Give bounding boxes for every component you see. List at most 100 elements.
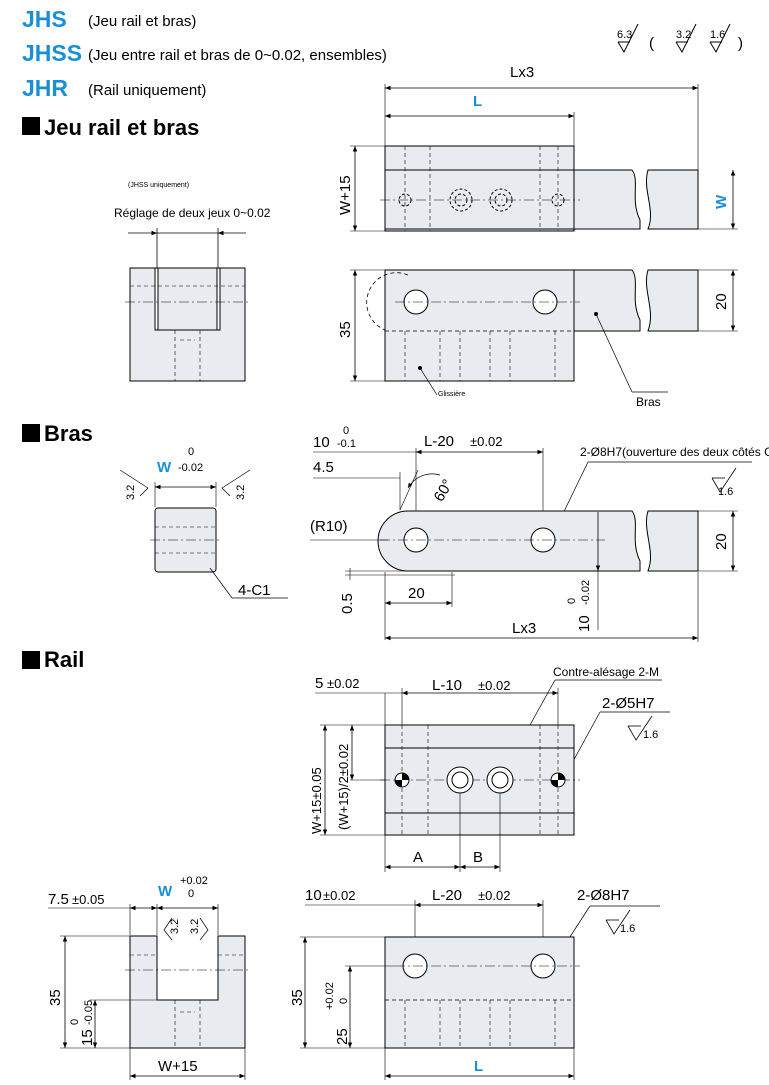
header: JHS (Jeu rail et bras) JHSS (Jeu entre r… (22, 6, 743, 101)
arm-rough-left-icon (119, 469, 149, 497)
roughness-main-icon (617, 23, 639, 54)
arm-front-view: 10 0 -0.1 L-20 ±0.02 4.5 60° 2-Ø8H7(ouve… (310, 425, 769, 642)
section-title-arm: Bras (44, 421, 93, 446)
jhs-desc: (Jeu rail et bras) (88, 13, 196, 30)
roughness-1-icon (675, 23, 697, 54)
assembly-top-view: Lx3 L W+15 (337, 64, 738, 232)
rail-slot-rough-2: 3.2 (189, 919, 201, 934)
roughness-close-paren: ) (738, 35, 743, 52)
rail-dim-35-left: 35 (47, 989, 64, 1006)
section-title-rail: Rail (44, 647, 84, 672)
jhss-only-note: (JHSS uniquement) (128, 182, 189, 189)
adjust-note: Réglage de deux jeux 0~0.02 (114, 206, 271, 220)
dim-w-top: W (713, 194, 730, 209)
roughness-2-icon (709, 23, 731, 54)
arm-hole-callout: 2-Ø8H7(ouverture des deux côtés C1) (580, 445, 769, 459)
arm-w-tol-upper: 0 (188, 446, 194, 458)
rail-dim-15: 15 (79, 1029, 96, 1046)
rail-front-hole-rough-icon (605, 909, 631, 935)
dim-l-top: L (473, 93, 482, 110)
arm-hole-rough: 1.6 (718, 486, 733, 498)
arm-dim-20-right: 20 (713, 533, 730, 550)
roughness-main-value: 6.3 (617, 29, 632, 41)
rail-end-view: 7.5 ±0.05 W +0.02 0 3.2 3.2 35 (47, 875, 250, 1080)
jhs-code: JHS (22, 6, 67, 32)
rail-dim-a: A (413, 849, 423, 866)
arm-chamfer: 4-C1 (238, 582, 271, 599)
rail-dim-w15-tol: W+15±0.05 (309, 767, 324, 834)
arm-dim-10-bottom-tol-lower: -0.02 (580, 580, 592, 605)
rail-dim-25-tol-upper: +0.02 (324, 982, 336, 1010)
rail-slot-rough-1: 3.2 (169, 919, 181, 934)
section-marker-icon (22, 117, 40, 135)
rail-dim-25-tol-lower: 0 (338, 998, 350, 1004)
arm-dim-05: 0.5 (339, 593, 356, 614)
arm-dim-45: 4.5 (313, 459, 334, 476)
rail-front-hole-rough: 1.6 (620, 923, 635, 935)
rail-dim-75: 7.5 (48, 891, 69, 908)
rail-w-label: W (158, 883, 173, 900)
section-title-assembly: Jeu rail et bras (44, 115, 199, 140)
rail-pin-rough-icon (627, 715, 653, 741)
arm-w-label: W (157, 459, 172, 476)
rail-dim-10-tol: ±0.02 (323, 888, 355, 903)
section-assembly: Jeu rail et bras (JHSS uniquement) Régla… (22, 64, 738, 409)
arm-dim-10-tol-lower: -0.1 (337, 438, 356, 450)
rail-dim-b: B (473, 849, 483, 866)
jhss-code: JHSS (22, 40, 82, 66)
dim-w15-top: W+15 (337, 175, 354, 215)
section-rail: Rail 5 ±0.02 L-10 ±0.02 Contre-alésage 2… (22, 647, 670, 1080)
rail-front-hole-callout: 2-Ø8H7 (577, 887, 630, 904)
rail-dim-l10-tol: ±0.02 (478, 678, 510, 693)
jhr-desc: (Rail uniquement) (88, 82, 206, 99)
rail-top-view: 5 ±0.02 L-10 ±0.02 Contre-alésage 2-M 2-… (309, 665, 670, 872)
section-arm: Bras W 0 -0.02 3.2 3.2 4-C1 10 0 -0.1 (22, 421, 769, 642)
rail-counterbore: Contre-alésage 2-M (553, 665, 659, 679)
rail-dim-35-right: 35 (289, 989, 306, 1006)
dim-35-assembly: 35 (337, 321, 354, 338)
rail-front-view: 10 ±0.02 L-20 ±0.02 2-Ø8H7 1.6 (289, 887, 660, 1080)
rail-front-dim-l20-tol: ±0.02 (478, 888, 510, 903)
arm-rough-right: 3.2 (235, 485, 247, 500)
jhss-desc: (Jeu entre rail et bras de 0~0.02, ensem… (88, 47, 387, 64)
rail-dim-l10: L-10 (432, 677, 462, 694)
rail-pin-rough: 1.6 (643, 729, 658, 741)
arm-r10: (R10) (310, 518, 348, 535)
arm-dim-10-bottom-tol-upper: 0 (566, 598, 578, 604)
rail-dim-l: L (474, 1058, 483, 1075)
rail-dim-15-tol-upper: 0 (69, 1019, 81, 1025)
rail-dim-w15-bottom: W+15 (158, 1058, 198, 1075)
roughness-value-2: 1.6 (710, 29, 725, 41)
assembly-end-view: (JHSS uniquement) Réglage de deux jeux 0… (114, 182, 271, 382)
rail-slot-rough-2-icon (199, 917, 209, 941)
rail-front-dim-l20: L-20 (432, 887, 462, 904)
rail-dim-5-tol: ±0.02 (327, 676, 359, 691)
arm-dim-10-bottom: 10 (576, 615, 593, 632)
arm-dim-l20-tol: ±0.02 (470, 434, 502, 449)
rail-dim-half: (W+15)/2±0.02 (336, 744, 351, 830)
arm-end-view: W 0 -0.02 3.2 3.2 4-C1 (119, 446, 288, 599)
roughness-open-paren: ( (649, 35, 654, 52)
arm-dim-10: 10 (313, 434, 330, 451)
jhr-code: JHR (22, 75, 68, 101)
rail-w-tol-lower: 0 (188, 888, 194, 900)
arm-rough-right-icon (221, 469, 251, 497)
rail-dim-25: 25 (334, 1028, 351, 1045)
arm-dim-20-bottom: 20 (408, 585, 425, 602)
arm-dim-lx3: Lx3 (512, 620, 536, 637)
rail-dim-15-tol-lower: -0.05 (83, 1000, 95, 1025)
rail-w-tol-upper: +0.02 (180, 875, 208, 887)
rail-slot-rough-1-icon (163, 917, 173, 941)
arm-dim-10-tol-upper: 0 (343, 425, 349, 437)
arm-hole-rough-icon (711, 467, 737, 493)
arm-w-tol-lower: -0.02 (178, 462, 203, 474)
rail-dim-5: 5 (315, 675, 323, 692)
rail-dim-75-tol: ±0.05 (72, 892, 104, 907)
section-marker-icon (22, 424, 40, 442)
arm-dim-l20: L-20 (424, 433, 454, 450)
rail-dim-10: 10 (305, 887, 322, 904)
roughness-value-1: 3.2 (676, 29, 691, 41)
label-bras: Bras (636, 395, 661, 409)
dim-lx3-top: Lx3 (510, 64, 534, 81)
